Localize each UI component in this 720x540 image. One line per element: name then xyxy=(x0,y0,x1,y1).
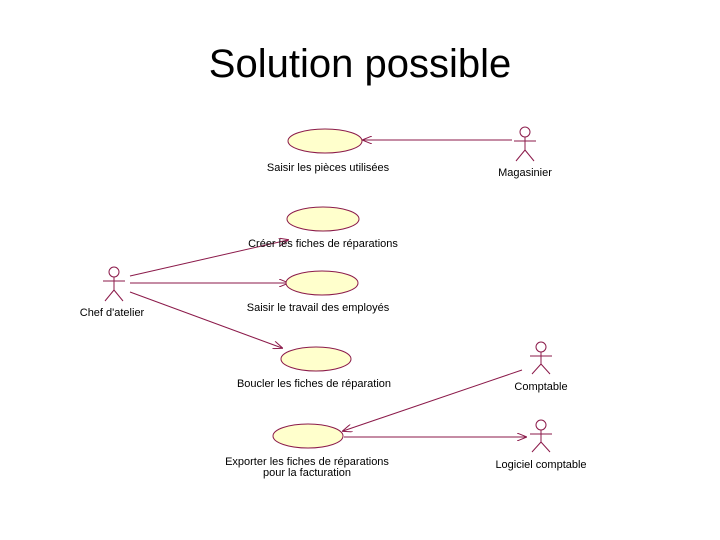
actor-logiciel-comptable: Logiciel comptable xyxy=(495,419,587,471)
actor-label: Magasinier xyxy=(498,167,552,179)
usecase-label: Saisir les pièces utilisées xyxy=(267,162,390,174)
usecase-boucler-fiches: Boucler les fiches de réparation xyxy=(237,346,391,390)
stick-figure-icon xyxy=(514,126,536,162)
association-chef-boucler-fiches xyxy=(129,291,282,348)
stick-figure-icon xyxy=(103,266,125,302)
usecase-label: Exporter les fiches de réparations xyxy=(225,456,389,468)
usecase-saisir-travail: Saisir le travail des employés xyxy=(247,270,390,314)
association-comptable-exporter xyxy=(343,369,523,431)
usecase-creer-fiches: Créer les fiches de réparations xyxy=(248,206,398,250)
stick-figure-icon xyxy=(530,419,552,453)
stick-figure-icon xyxy=(530,341,552,375)
actor-label: Logiciel comptable xyxy=(495,459,586,471)
usecase-label: Créer les fiches de réparations xyxy=(248,238,398,250)
actor-chef-atelier: Chef d'atelier xyxy=(80,266,145,319)
association-chef-creer-fiches xyxy=(129,240,288,277)
page-title: Solution possible xyxy=(208,42,512,86)
usecase-label: Saisir le travail des employés xyxy=(247,302,390,314)
usecase-exporter-fiches: Exporter les fiches de réparations pour … xyxy=(225,423,389,479)
usecase-label-line2: pour la facturation xyxy=(263,467,351,479)
actor-magasinier: Magasinier xyxy=(498,126,552,179)
usecase-label: Boucler les fiches de réparation xyxy=(237,378,391,390)
actor-label: Chef d'atelier xyxy=(80,307,145,319)
actor-comptable: Comptable xyxy=(514,341,568,393)
actor-label: Comptable xyxy=(514,381,567,393)
usecase-saisir-pieces: Saisir les pièces utilisées xyxy=(267,128,390,174)
